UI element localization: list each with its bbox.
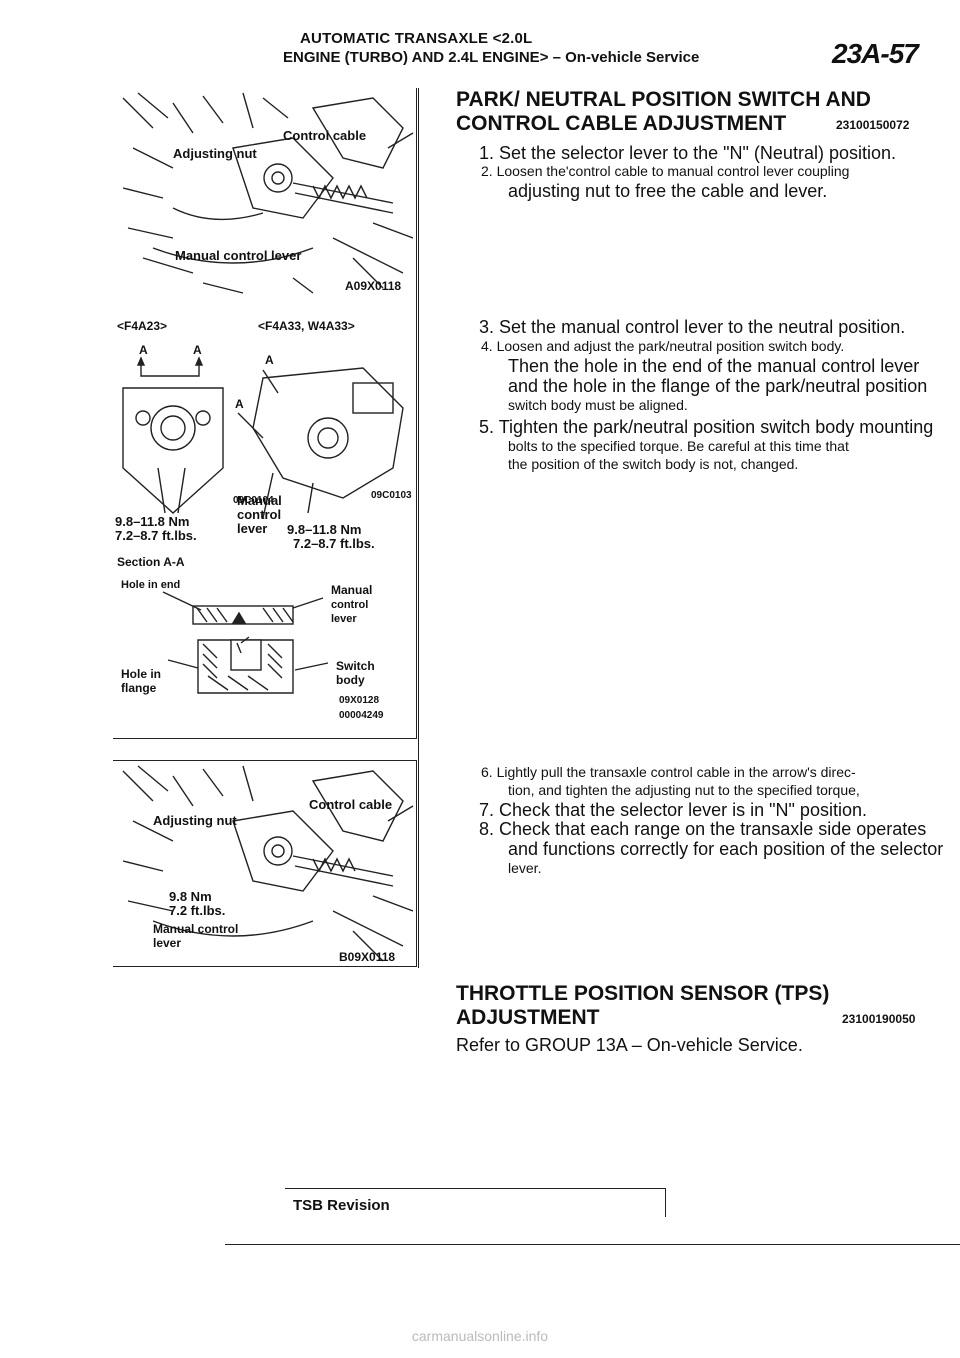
step-4-num: 4. [481, 338, 493, 354]
step-5-cont2: the position of the switch body is not, … [508, 456, 799, 472]
section-mark-a2: A [193, 343, 202, 357]
hole-in-flange-line1: Hole in [121, 667, 161, 681]
step-8: 8. Check that each range on the transaxl… [479, 818, 926, 840]
step-6: 6. Lightly pull the transaxle control ca… [481, 763, 856, 781]
code-right: 09C0103 [371, 490, 412, 501]
tsb-revision-box: TSB Revision [285, 1188, 666, 1217]
figure3-code: B09X0118 [339, 950, 395, 964]
tsb-revision-label: TSB Revision [293, 1197, 390, 1214]
step-5-text: Tighten the park/neutral position switch… [498, 417, 934, 437]
switch-body-line1: Switch [336, 659, 375, 673]
step-4-cont1: Then the hole in the end of the manual c… [508, 356, 920, 376]
label-adjusting-nut: Adjusting nut [173, 146, 257, 161]
figure-cable-adjustment: Control cable Adjusting nut 9.8 Nm 7.2 f… [113, 760, 417, 967]
figure-switch-section: <F4A23> <F4A33, W4A33> A A A A 09C0104 0… [113, 298, 417, 739]
step-5-num: 5. [479, 417, 495, 437]
step-8-text: Check that each range on the transaxle s… [499, 819, 927, 839]
figure-control-cable: Control cable Adjusting nut Manual contr… [113, 88, 417, 299]
variant-left: <F4A23> [117, 319, 167, 333]
header-title-line2: ENGINE (TURBO) AND 2.4L ENGINE> – On-veh… [283, 49, 700, 66]
step-1: 1. Set the selector lever to the "N" (Ne… [479, 142, 896, 164]
torque-right-nm: 9.8–11.8 Nm [287, 522, 361, 537]
step-8-num: 8. [479, 819, 495, 839]
label-manual-control-lever: Manual control lever [175, 248, 301, 263]
control-cable-illustration: Control cable Adjusting nut Manual contr… [122, 92, 414, 294]
step-3-text: Set the manual control lever to the neut… [499, 317, 906, 337]
label-torque-nm: 9.8 Nm [169, 889, 212, 904]
footer-watermark: carmanualsonline.info [411, 1328, 549, 1344]
section1-title-line1: PARK/ NEUTRAL POSITION SWITCH AND [456, 88, 871, 111]
step-7-text: Check that the selector lever is in "N" … [499, 800, 867, 820]
manual-lever-line2: control [237, 507, 281, 522]
step-5-cont1: bolts to the specified torque. Be carefu… [508, 438, 849, 454]
left-column-rule [113, 88, 419, 968]
variant-right: <F4A33, W4A33> [258, 319, 355, 333]
code-00004249: 00004249 [339, 710, 384, 721]
step-2-text: Loosen the'control cable to manual contr… [496, 163, 850, 179]
step-3: 3. Set the manual control lever to the n… [479, 316, 905, 338]
bottom-rule [225, 1244, 960, 1245]
section2-title-line2: ADJUSTMENT [456, 1006, 600, 1029]
step-8-cont2: lever. [508, 860, 542, 876]
step-6-cont: tion, and tighten the adjusting nut to t… [508, 782, 860, 798]
page-number: 23A-57 [832, 38, 919, 69]
label-torque-ft: 7.2 ft.lbs. [169, 903, 225, 918]
section2-body: Refer to GROUP 13A – On-vehicle Service. [456, 1035, 803, 1055]
step-5: 5. Tighten the park/neutral position swi… [479, 416, 933, 438]
switch-section-illustration: <F4A23> <F4A33, W4A33> A A A A 09C0104 0… [115, 319, 412, 721]
torque-left-ft: 7.2–8.7 ft.lbs. [115, 528, 197, 543]
step-7-num: 7. [479, 800, 495, 820]
step-2: 2. Loosen the'control cable to manual co… [481, 162, 849, 180]
section2-code: 23100190050 [842, 1012, 916, 1026]
section-mark-a1: A [139, 343, 148, 357]
step-1-text: Set the selector lever to the "N" (Neutr… [499, 143, 896, 163]
step-4-cont2: and the hole in the flange of the park/n… [508, 376, 928, 396]
torque-right-ft: 7.2–8.7 ft.lbs. [293, 536, 375, 551]
step-3-num: 3. [479, 317, 495, 337]
label-manual-control: Manual control [153, 922, 238, 936]
cable-adjustment-illustration: Control cable Adjusting nut 9.8 Nm 7.2 f… [122, 765, 414, 964]
section-mark-a4: A [235, 397, 244, 411]
section1-code: 23100150072 [836, 118, 910, 132]
section-label: Section A-A [117, 555, 185, 569]
step-4: 4. Loosen and adjust the park/neutral po… [481, 337, 844, 355]
step-2-cont: adjusting nut to free the cable and leve… [508, 181, 828, 201]
step-1-num: 1. [479, 143, 495, 163]
label-lever: lever [153, 936, 181, 950]
manual-lever-line3: lever [237, 521, 267, 536]
manual-control-lever-line1: Manual [331, 583, 372, 597]
step-6-num: 6. [481, 764, 493, 780]
figure-code: A09X0118 [345, 279, 401, 293]
step-7: 7. Check that the selector lever is in "… [479, 799, 867, 821]
step-4-cont3: switch body must be aligned. [508, 397, 688, 413]
section-mark-a3: A [265, 353, 274, 367]
code-09x0128: 09X0128 [339, 695, 379, 706]
torque-left-nm: 9.8–11.8 Nm [115, 514, 189, 529]
label-adjusting-nut-2: Adjusting nut [153, 813, 237, 828]
manual-lever-line1: Manual [237, 493, 282, 508]
hole-in-flange-line2: flange [121, 681, 157, 695]
hole-in-end-label: Hole in end [121, 579, 180, 591]
header-title-line1: AUTOMATIC TRANSAXLE <2.0L [300, 30, 533, 47]
step-4-text: Loosen and adjust the park/neutral posit… [496, 338, 845, 354]
section2-title-line1: THROTTLE POSITION SENSOR (TPS) [456, 982, 830, 1005]
step-8-cont1: and functions correctly for each positio… [508, 839, 944, 859]
code-left: 09C0104 [233, 495, 274, 506]
label-control-cable-2: Control cable [309, 797, 392, 812]
manual-control-lever-line2: control [331, 599, 368, 611]
section1-title-line2: CONTROL CABLE ADJUSTMENT [456, 112, 787, 135]
step-2-num: 2. [481, 163, 493, 179]
manual-control-lever-line3: lever [331, 613, 357, 625]
switch-body-line2: body [336, 673, 365, 687]
step-6-text: Lightly pull the transaxle control cable… [496, 764, 856, 780]
label-control-cable: Control cable [283, 128, 366, 143]
